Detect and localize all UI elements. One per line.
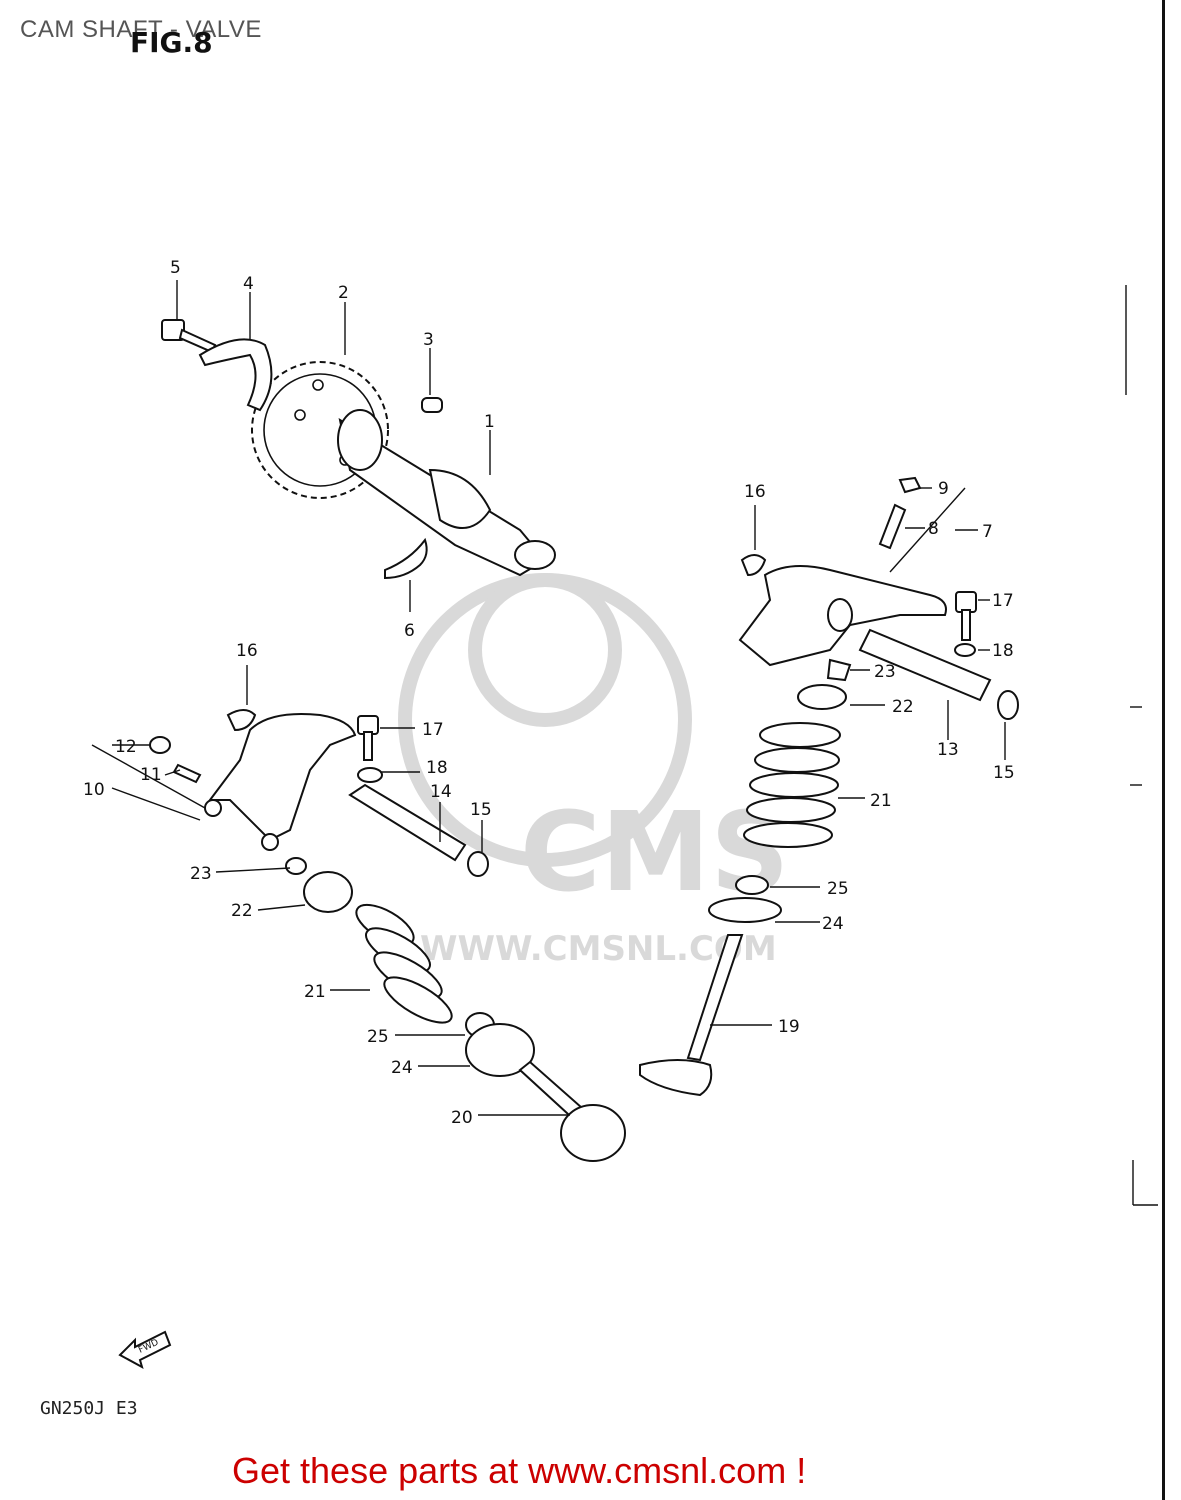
plate-4: [198, 338, 273, 412]
valve-20: [518, 1060, 626, 1162]
callout-10: 10: [83, 780, 105, 800]
bolt-5: [161, 319, 217, 354]
rocker-arm-right: [738, 476, 947, 667]
callout-24-left: 24: [391, 1058, 413, 1078]
gasket-right: [740, 554, 767, 577]
callout-22-left: 22: [231, 901, 253, 921]
callout-23-left: 23: [190, 864, 212, 884]
callout-17-right: 17: [992, 591, 1014, 611]
callout-25-left: 25: [367, 1027, 389, 1047]
camshaft: [337, 409, 556, 577]
callout-6: 6: [404, 621, 415, 641]
callout-15-left: 15: [470, 800, 492, 820]
leader-lines: [91, 280, 1006, 1116]
figure-label: FIG.8: [130, 26, 213, 59]
watermark-url: WWW.CMSNL.COM: [420, 929, 777, 969]
callout-8: 8: [928, 519, 939, 539]
rocker-shaft-right: [858, 628, 1019, 720]
callout-23-right: 23: [874, 662, 896, 682]
callout-numbers: 5 4 2 3 1 6 16 9 8 7 17 18 23 22 13 15 2…: [83, 258, 1015, 1128]
edge-marks: [1125, 285, 1158, 1206]
callout-19: 19: [778, 1017, 800, 1037]
callout-22-right: 22: [892, 697, 914, 717]
callout-15-right: 15: [993, 763, 1015, 783]
callout-21-right: 21: [870, 791, 892, 811]
bolt-washer-right: [954, 591, 977, 657]
callout-18-left: 18: [426, 758, 448, 778]
watermark-logo: CMS: [520, 788, 789, 916]
callout-16-right: 16: [744, 482, 766, 502]
callout-9: 9: [938, 479, 949, 499]
page-title: CAM SHAFT - VALVE: [20, 16, 262, 43]
page-border: [1162, 0, 1165, 1500]
model-code: GN250J E3: [40, 1398, 138, 1419]
valve-spring-right: [708, 658, 852, 923]
callout-5: 5: [170, 258, 181, 278]
callout-11: 11: [140, 765, 162, 785]
gasket-left: [226, 709, 257, 732]
valve-19: [639, 934, 744, 1097]
clip-6: [384, 537, 428, 580]
callout-14: 14: [430, 782, 452, 802]
callout-17-left: 17: [422, 720, 444, 740]
rocker-shaft-left: [348, 783, 489, 877]
callout-1: 1: [484, 412, 495, 432]
callout-16-left: 16: [236, 641, 258, 661]
callout-24-right: 24: [822, 914, 844, 934]
pin-3: [421, 397, 443, 413]
callout-13: 13: [937, 740, 959, 760]
rocker-arm-left: [149, 713, 357, 851]
cta-link[interactable]: Get these parts at www.cmsnl.com !: [232, 1450, 807, 1491]
callout-2: 2: [338, 283, 349, 303]
cmsnl-watermark: CMS WWW.CMSNL.COM: [398, 573, 789, 969]
bolt-washer-left: [357, 715, 383, 783]
callout-20: 20: [451, 1108, 473, 1128]
callout-7: 7: [982, 522, 993, 542]
callout-12: 12: [115, 737, 137, 757]
callout-4: 4: [243, 274, 254, 294]
callout-18-right: 18: [992, 641, 1014, 661]
callout-25-right: 25: [827, 879, 849, 899]
valve-spring-left: [285, 857, 535, 1077]
fwd-arrow-icon: FWD: [118, 1330, 172, 1370]
callout-21-left: 21: [304, 982, 326, 1002]
callout-3: 3: [423, 330, 434, 350]
